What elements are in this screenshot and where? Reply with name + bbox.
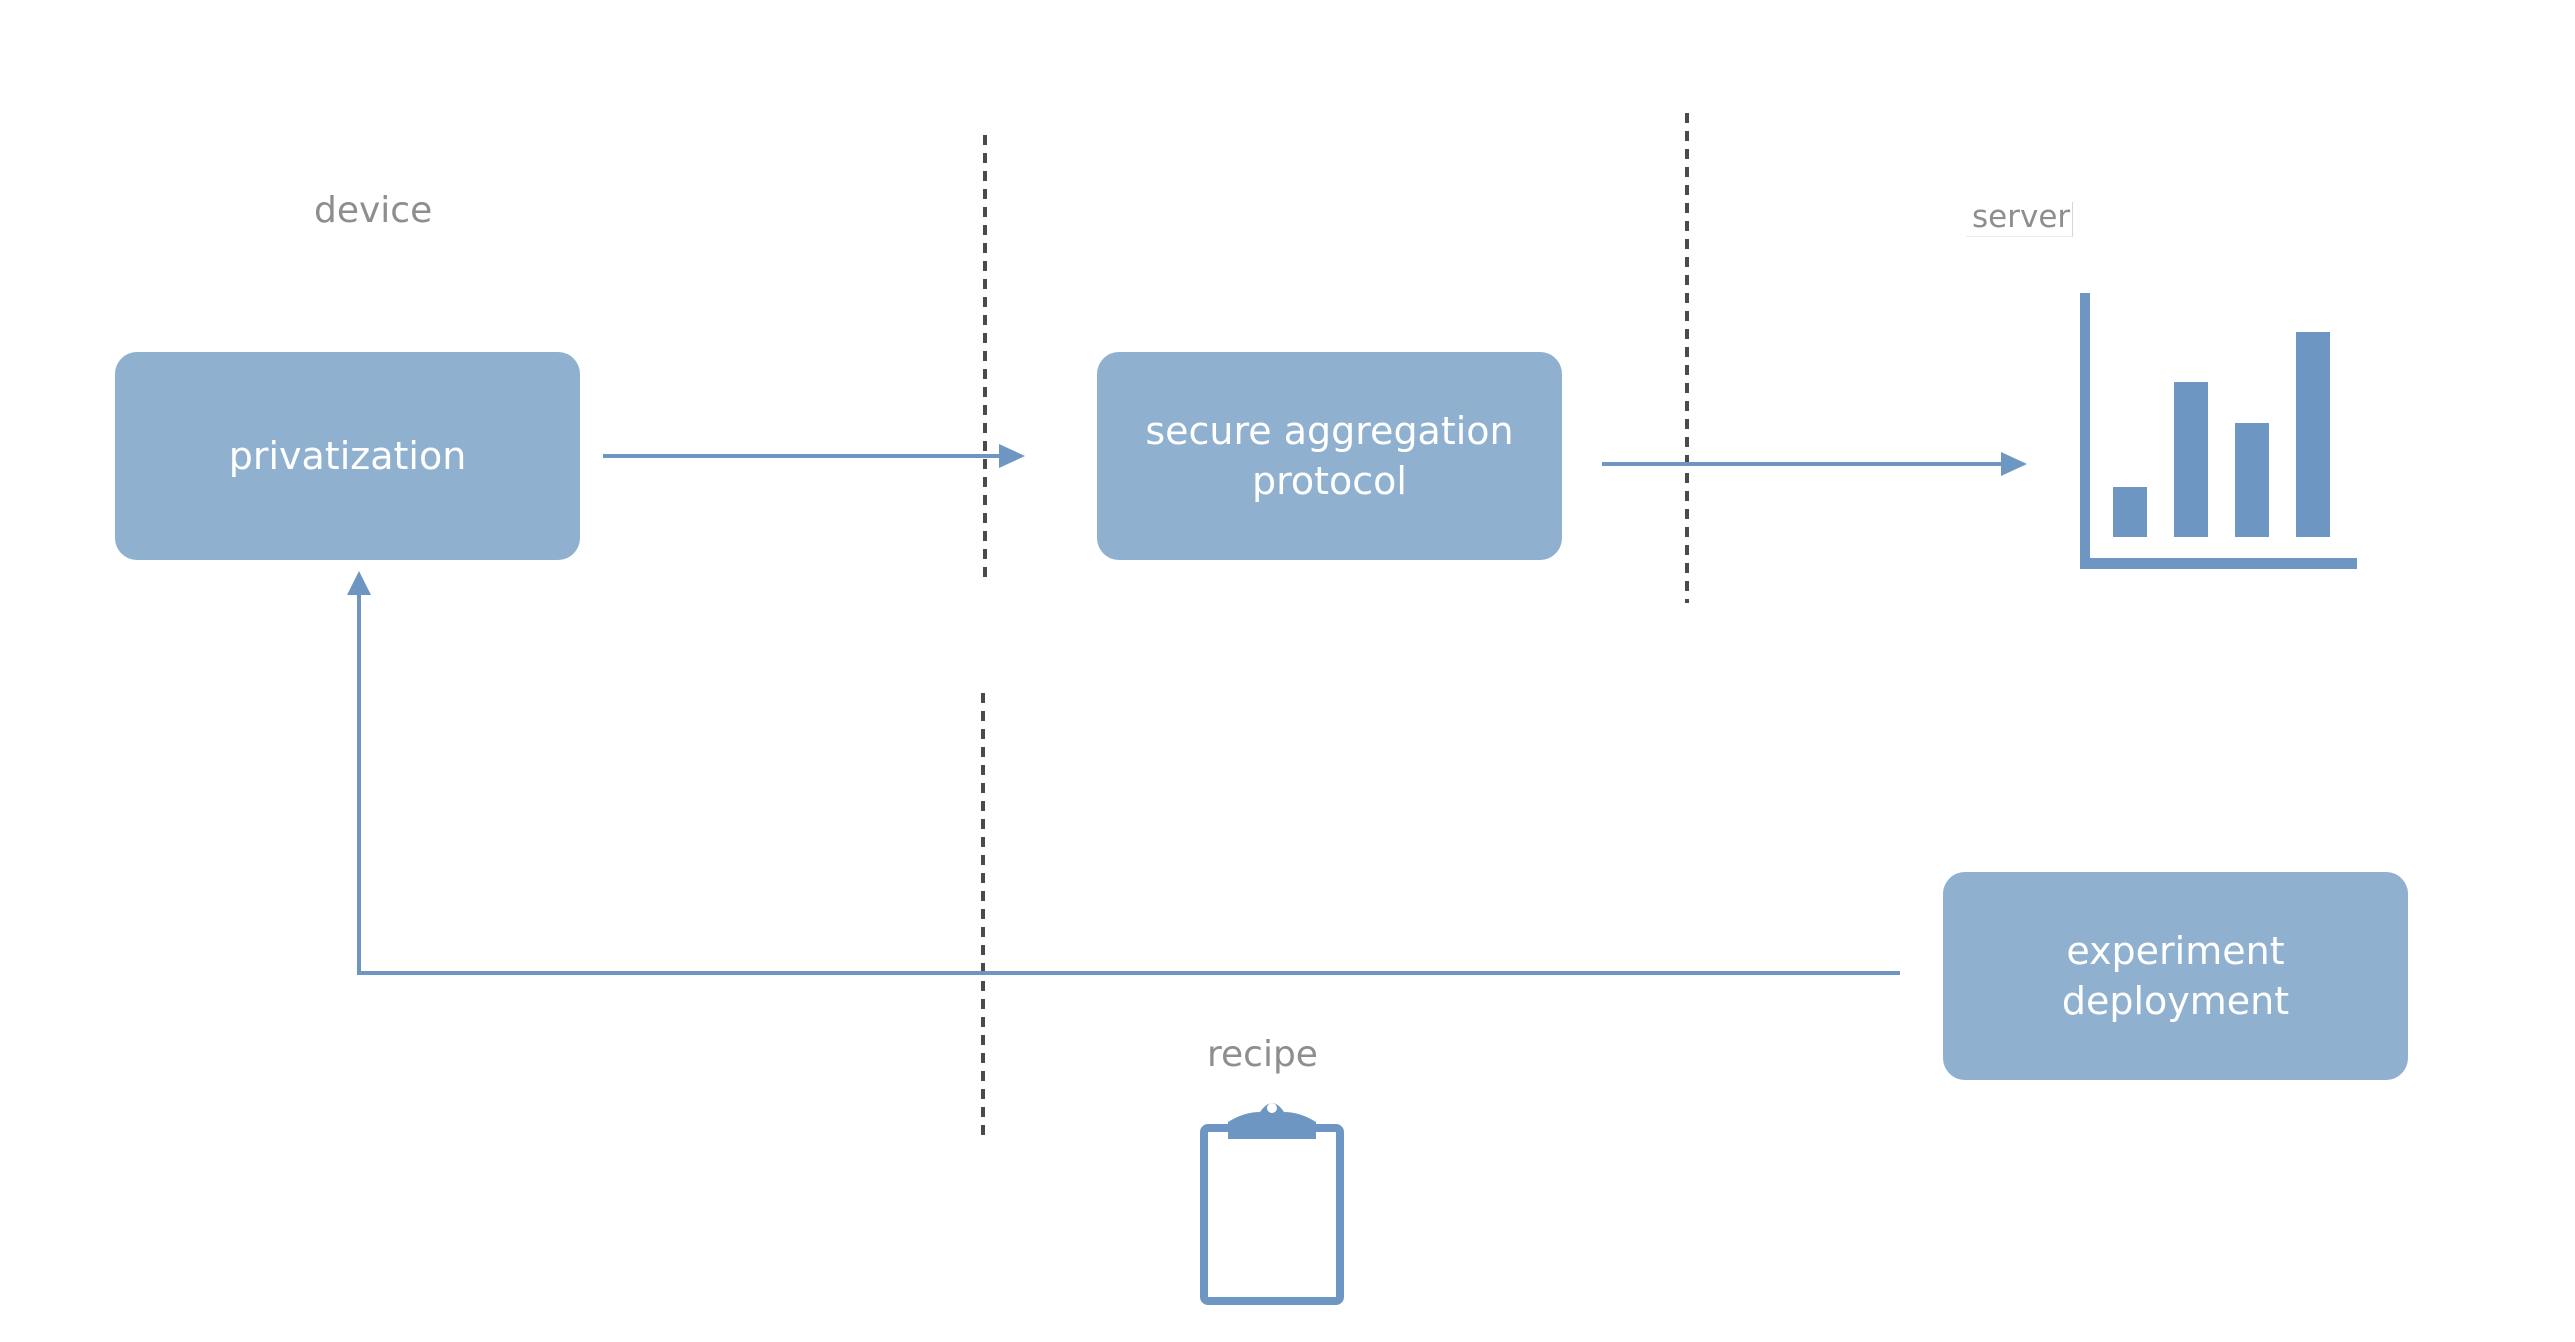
arrowhead-privatization-to-aggregation xyxy=(999,444,1025,468)
bar-chart-icon xyxy=(2080,293,2357,569)
privatization-box: privatization xyxy=(115,352,580,560)
experiment-deployment-box: experiment deployment xyxy=(1943,872,2408,1080)
arrowhead-deployment-to-privatization xyxy=(347,571,371,595)
secure-aggregation-box-label-line2: protocol xyxy=(1251,459,1407,503)
arrowhead-aggregation-to-server xyxy=(2001,452,2027,476)
experiment-deployment-box-label-line1: experiment xyxy=(2066,929,2285,973)
arrow-deployment-to-privatization xyxy=(357,594,1900,975)
clipboard-icon xyxy=(1200,1103,1344,1305)
privatization-box-label: privatization xyxy=(228,434,467,478)
server-label: server xyxy=(1966,202,2074,237)
experiment-deployment-box-label-line2: deployment xyxy=(2061,979,2290,1023)
device-label: device xyxy=(314,190,433,231)
secure-aggregation-box-label-line1: secure aggregation xyxy=(1145,409,1514,453)
secure-aggregation-protocol-box: secure aggregation protocol xyxy=(1097,352,1562,560)
recipe-label: recipe xyxy=(1207,1034,1318,1075)
